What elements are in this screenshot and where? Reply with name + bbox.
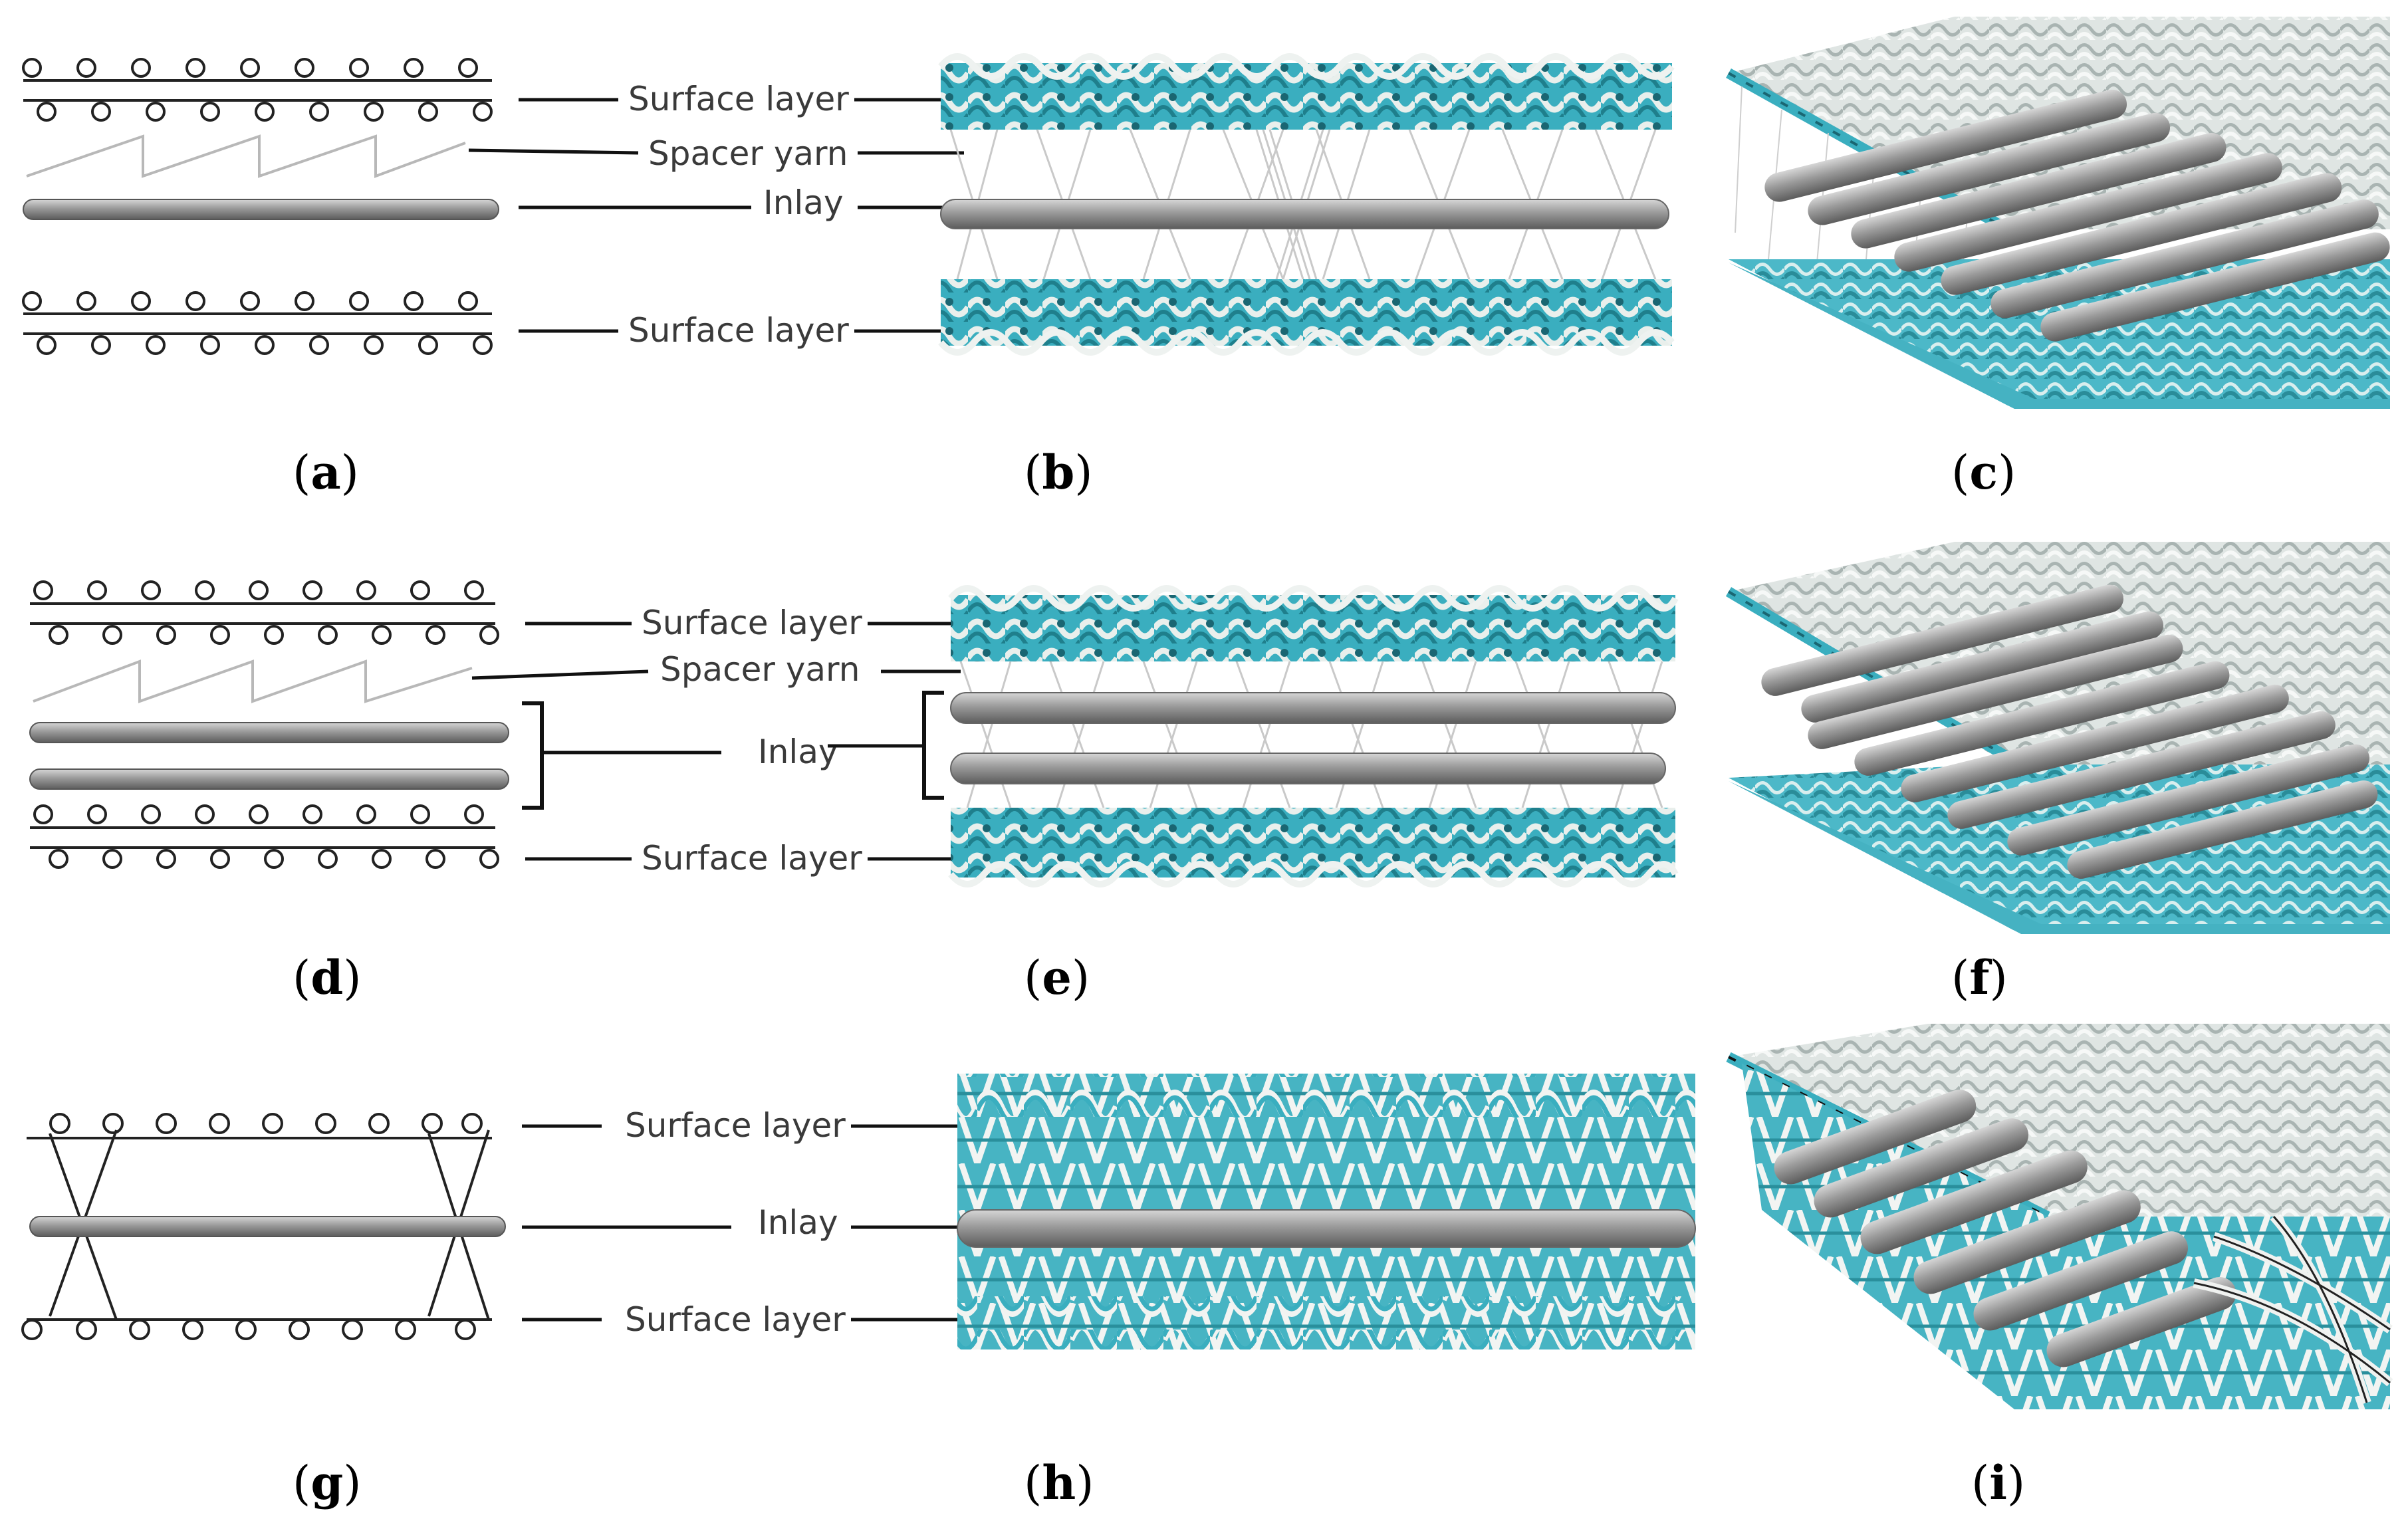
panel-d-schematic [29,580,509,869]
captions-row-2: (d) (e) (f) [293,950,2008,1005]
inlay-rod [23,199,499,220]
caption-i: i [1989,1455,2007,1510]
caption-c: c [1969,445,1998,500]
panel-g-schematic [21,1113,506,1340]
label-surface-layer: Surface layer [642,839,862,878]
caption-e: e [1042,950,1072,1005]
caption-h: h [1042,1455,1076,1510]
caption-d: d [310,950,343,1005]
captions-row-1: (a) (b) (c) [293,445,2016,500]
caption-a: a [310,445,340,500]
label-surface-layer: Surface layer [642,604,862,642]
svg-text:(a): (a) [293,445,359,500]
label-inlay: Inlay [763,183,844,222]
label-spacer-yarn: Spacer yarn [648,134,848,173]
loops-top-a [22,58,493,122]
svg-text:(i): (i) [1971,1455,2025,1510]
label-inlay: Inlay [758,733,838,771]
caption-g: g [310,1455,343,1510]
panel-h-render [957,1074,1696,1349]
label-spacer-yarn: Spacer yarn [660,650,860,689]
svg-text:(f): (f) [1951,950,2008,1005]
panel-b-render [938,53,1675,356]
panel-e-render [948,585,1679,887]
caption-f: f [1969,950,1992,1005]
panel-a-schematic [22,58,499,355]
label-inlay: Inlay [758,1203,838,1242]
spacer-yarn [26,134,466,178]
panel-c-render [1726,17,2390,409]
labels-row-2: Surface layer Spacer yarn Inlay Surface … [471,604,961,878]
inlay-rods-i [1774,1090,2236,1367]
inlay-rods-f [1761,584,2378,879]
caption-b: b [1042,445,1074,500]
svg-text:(h): (h) [1024,1455,1094,1510]
inlay-rods-c [1764,89,2390,342]
svg-text:(b): (b) [1024,445,1093,500]
label-surface-layer: Surface layer [625,1300,846,1339]
captions-row-3: (g) (h) (i) [293,1455,2025,1510]
svg-text:(e): (e) [1024,950,1090,1005]
label-surface-layer: Surface layer [628,311,849,350]
svg-text:(d): (d) [293,950,362,1005]
labels-row-1: Surface layer Spacer yarn Inlay Surface … [468,80,964,350]
labels-row-3: Surface layer Inlay Surface layer [522,1106,957,1339]
panel-f-render [1725,542,2390,934]
label-surface-layer: Surface layer [625,1106,846,1145]
label-surface-layer: Surface layer [628,80,849,118]
svg-text:(c): (c) [1951,445,2016,500]
svg-text:(g): (g) [293,1455,362,1510]
panel-i-render [1726,1024,2393,1409]
